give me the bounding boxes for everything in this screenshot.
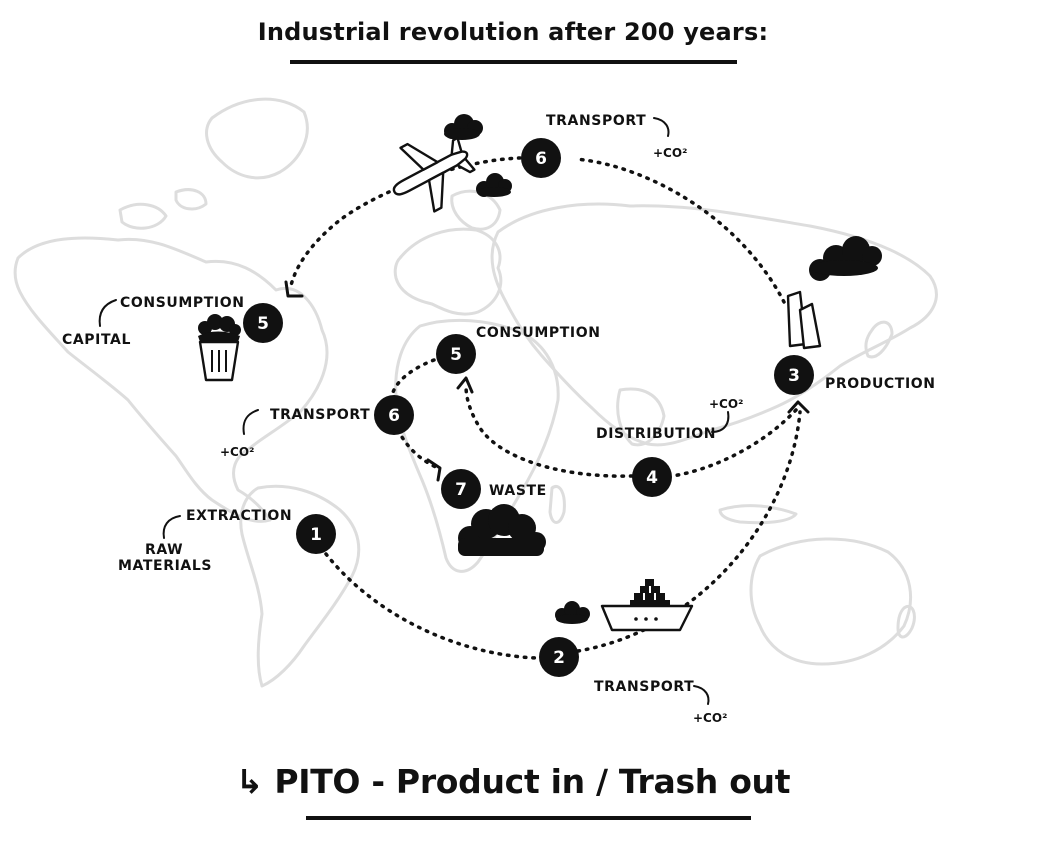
- label-consumption-inner: CONSUMPTION: [476, 325, 601, 341]
- footer-underline: [306, 816, 751, 820]
- cloud-factory: [809, 236, 882, 281]
- pollution-cloud-icon: [444, 114, 882, 624]
- label-connectors: [98, 117, 730, 705]
- label-co2-plane: +CO²: [653, 146, 687, 160]
- label-materials: MATERIALS: [118, 558, 212, 574]
- label-co2-distribution: +CO²: [709, 397, 743, 411]
- step-badge-5-outer: [243, 303, 283, 343]
- step-number-6-outer: 6: [535, 149, 547, 169]
- label-raw: RAW: [145, 542, 183, 558]
- arrowhead-capital: [284, 280, 304, 298]
- step-badge-6-outer: [521, 138, 561, 178]
- step-5-inner: 5: [436, 334, 476, 374]
- step-badge-2: [539, 637, 579, 677]
- label-distribution: DISTRIBUTION: [596, 426, 716, 442]
- path-production-to-distribution: [670, 408, 798, 478]
- path-transport-to-waste: [396, 428, 440, 470]
- trash-bin-icon: [198, 314, 241, 382]
- step-6-outer: 6: [521, 138, 561, 178]
- cargo-ship-icon: [600, 579, 694, 632]
- step-number-4: 4: [646, 468, 658, 488]
- step-5-outer: 5: [243, 303, 283, 343]
- label-co2-inner: +CO²: [220, 445, 254, 459]
- path-transport-to-production: [576, 410, 802, 653]
- connector-extraction: [162, 515, 181, 539]
- flow-arrowheads: [284, 280, 810, 482]
- arrowhead-waste: [426, 458, 442, 482]
- label-waste: WASTE: [489, 483, 547, 499]
- step-badge-5-inner: [436, 334, 476, 374]
- arrowhead-consumption-inner: [456, 376, 474, 394]
- path-extraction-to-transport: [324, 552, 538, 660]
- step-number-7: 7: [455, 480, 467, 500]
- waste-pile-icon: [458, 504, 546, 556]
- connector-inner-transport: [242, 409, 259, 435]
- label-consumption-capital: CONSUMPTION: [120, 295, 245, 311]
- title-underline: [290, 60, 737, 64]
- step-number-3: 3: [788, 366, 800, 386]
- connector-ship-co2: [693, 685, 710, 705]
- path-transport-plane-to-consumption: [288, 156, 522, 292]
- label-transport-inner: TRANSPORT: [270, 407, 370, 423]
- step-2: 2: [539, 637, 579, 677]
- factory-icon: [786, 290, 822, 350]
- step-number-2: 2: [553, 648, 565, 668]
- label-capital: CAPITAL: [62, 332, 131, 348]
- step-6-inner: 6: [374, 395, 414, 435]
- label-transport-plane: TRANSPORT: [546, 113, 646, 129]
- step-4: 4: [632, 457, 672, 497]
- step-badge-1: [296, 514, 336, 554]
- airplane-icon: [392, 136, 476, 213]
- diagram-title: Industrial revolution after 200 years:: [257, 18, 769, 46]
- step-labels: EXTRACTION RAW MATERIALS TRANSPORT +CO² …: [62, 113, 936, 725]
- cloud-plane-bottom: [476, 173, 512, 197]
- return-arrow-icon: ↳: [235, 762, 264, 801]
- label-production: PRODUCTION: [825, 376, 936, 392]
- step-badge-6-inner: [374, 395, 414, 435]
- label-transport-ship: TRANSPORT: [594, 679, 694, 695]
- cloud-plane-top: [444, 114, 483, 140]
- step-number-5-outer: 5: [257, 314, 269, 334]
- label-co2-ship: +CO²: [693, 711, 727, 725]
- step-7: 7: [441, 469, 481, 509]
- step-number-5-inner: 5: [450, 345, 462, 365]
- label-extraction: EXTRACTION: [186, 508, 292, 524]
- footer-caption: ↳ PITO - Product in / Trash out: [0, 762, 1026, 801]
- path-production-to-transport-plane: [573, 157, 786, 304]
- footer-text: PITO - Product in / Trash out: [274, 762, 791, 801]
- step-badge-3: [774, 355, 814, 395]
- step-3: 3: [774, 355, 814, 395]
- path-consumption-to-transport: [390, 358, 436, 398]
- step-badge-4: [632, 457, 672, 497]
- connector-capital: [98, 299, 117, 327]
- arrowhead-production: [787, 400, 810, 414]
- step-number-1: 1: [310, 525, 322, 545]
- step-badge-7: [441, 469, 481, 509]
- connector-distribution: [711, 411, 730, 433]
- step-number-6-inner: 6: [388, 406, 400, 426]
- cloud-ship: [555, 601, 590, 624]
- connector-plane-co2: [653, 117, 670, 137]
- step-1: 1: [296, 514, 336, 554]
